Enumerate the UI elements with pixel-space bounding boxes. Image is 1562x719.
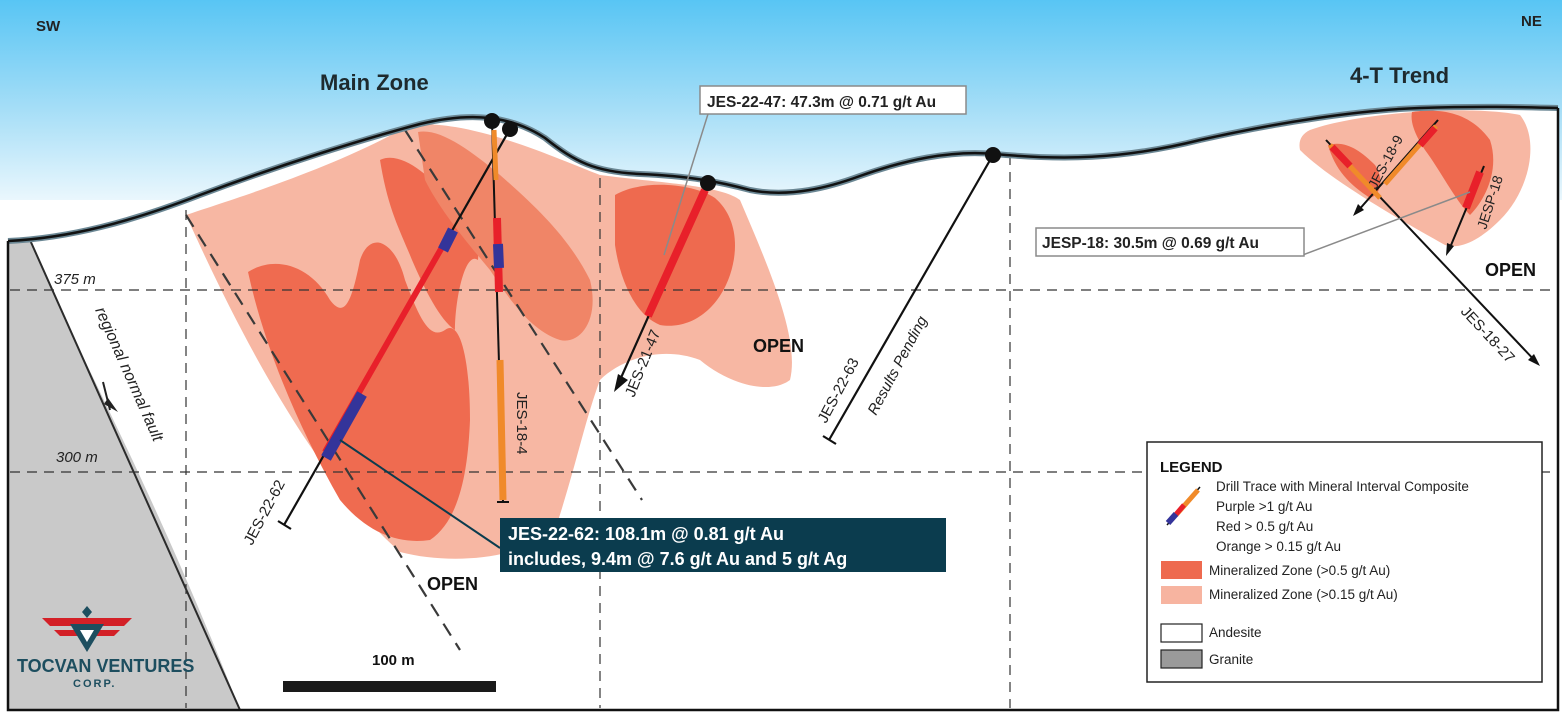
legend-drill-symbol [1165, 486, 1201, 526]
open-label-3: OPEN [1485, 260, 1536, 280]
legend-zone-high: Mineralized Zone (>0.5 g/t Au) [1209, 563, 1390, 578]
zone-boundaries [185, 129, 643, 651]
legend-drill-title: Drill Trace with Mineral Interval Compos… [1216, 479, 1469, 494]
drillhole-jes-18-9[interactable] [1353, 119, 1439, 216]
legend-drill-orange: Orange > 0.15 g/t Au [1216, 539, 1341, 554]
callout-leader-dark [339, 439, 501, 549]
logo-name: TOCVAN VENTURES [17, 656, 194, 676]
legend-swatch-low [1161, 586, 1202, 604]
drillhole-jes-18-4[interactable] [484, 113, 509, 503]
grid-lines [10, 155, 1558, 708]
open-label-1: OPEN [753, 336, 804, 356]
callout-box-jesp-18 [1035, 227, 1305, 257]
mineralized-zone-high-2 [380, 157, 479, 330]
legend-andesite: Andesite [1209, 625, 1262, 640]
main-zone-label: Main Zone [320, 70, 429, 95]
mineralized-zone-high-3 [418, 131, 593, 341]
callout-jes-22-47: JES-22-47: 47.3m @ 0.71 g/t Au [707, 94, 936, 111]
legend-drill-purple: Purple >1 g/t Au [1216, 499, 1312, 514]
company-logo: TOCVAN VENTURES CORP. [17, 606, 194, 690]
legend-zone-low: Mineralized Zone (>0.15 g/t Au) [1209, 587, 1398, 602]
logo-sub: CORP. [73, 678, 116, 690]
fault-line [29, 239, 241, 711]
drillhole-jes-18-27[interactable] [1325, 139, 1540, 366]
granite-block [8, 240, 240, 710]
legend-swatch-high [1161, 561, 1202, 579]
callout-jes-22-62-line2: includes, 9.4m @ 7.6 g/t Au and 5 g/t Ag [508, 549, 847, 569]
section-frame [6, 108, 1560, 712]
scale-bar [283, 681, 496, 692]
legend-title: LEGEND [1160, 459, 1223, 476]
scale-label: 100 m [372, 652, 415, 669]
topography-surface [7, 105, 1559, 243]
trend-label: 4-T Trend [1350, 63, 1449, 88]
legend: LEGEND Drill Trace with Mineral Interval… [1146, 441, 1543, 683]
elevation-300: 300 m [56, 449, 98, 466]
label-jes-18-4: JES-18-4 [513, 392, 530, 455]
callout-box-jes-22-47 [699, 85, 967, 115]
callout-jes-22-62-line1: JES-22-62: 108.1m @ 0.81 g/t Au [508, 524, 784, 544]
drillhole-jes-22-62[interactable] [277, 121, 518, 530]
legend-granite: Granite [1209, 652, 1253, 667]
callout-leaders [663, 113, 1471, 257]
drillhole-jes-22-63[interactable] [822, 147, 1001, 445]
fault-arrow [102, 381, 118, 412]
legend-swatch-granite [1160, 649, 1203, 669]
open-label-2: OPEN [427, 574, 478, 594]
drillhole-jesp-18[interactable] [1446, 165, 1485, 256]
callout-jesp-18: JESP-18: 30.5m @ 0.69 g/t Au [1042, 235, 1259, 252]
callout-box-jes-22-62 [500, 518, 946, 572]
legend-drill-red: Red > 0.5 g/t Au [1216, 519, 1313, 534]
legend-swatch-andesite [1160, 623, 1203, 643]
elevation-375: 375 m [54, 271, 96, 288]
compass-sw: SW [36, 18, 61, 35]
compass-ne: NE [1521, 13, 1542, 30]
drillhole-jes-21-47[interactable] [614, 175, 716, 392]
